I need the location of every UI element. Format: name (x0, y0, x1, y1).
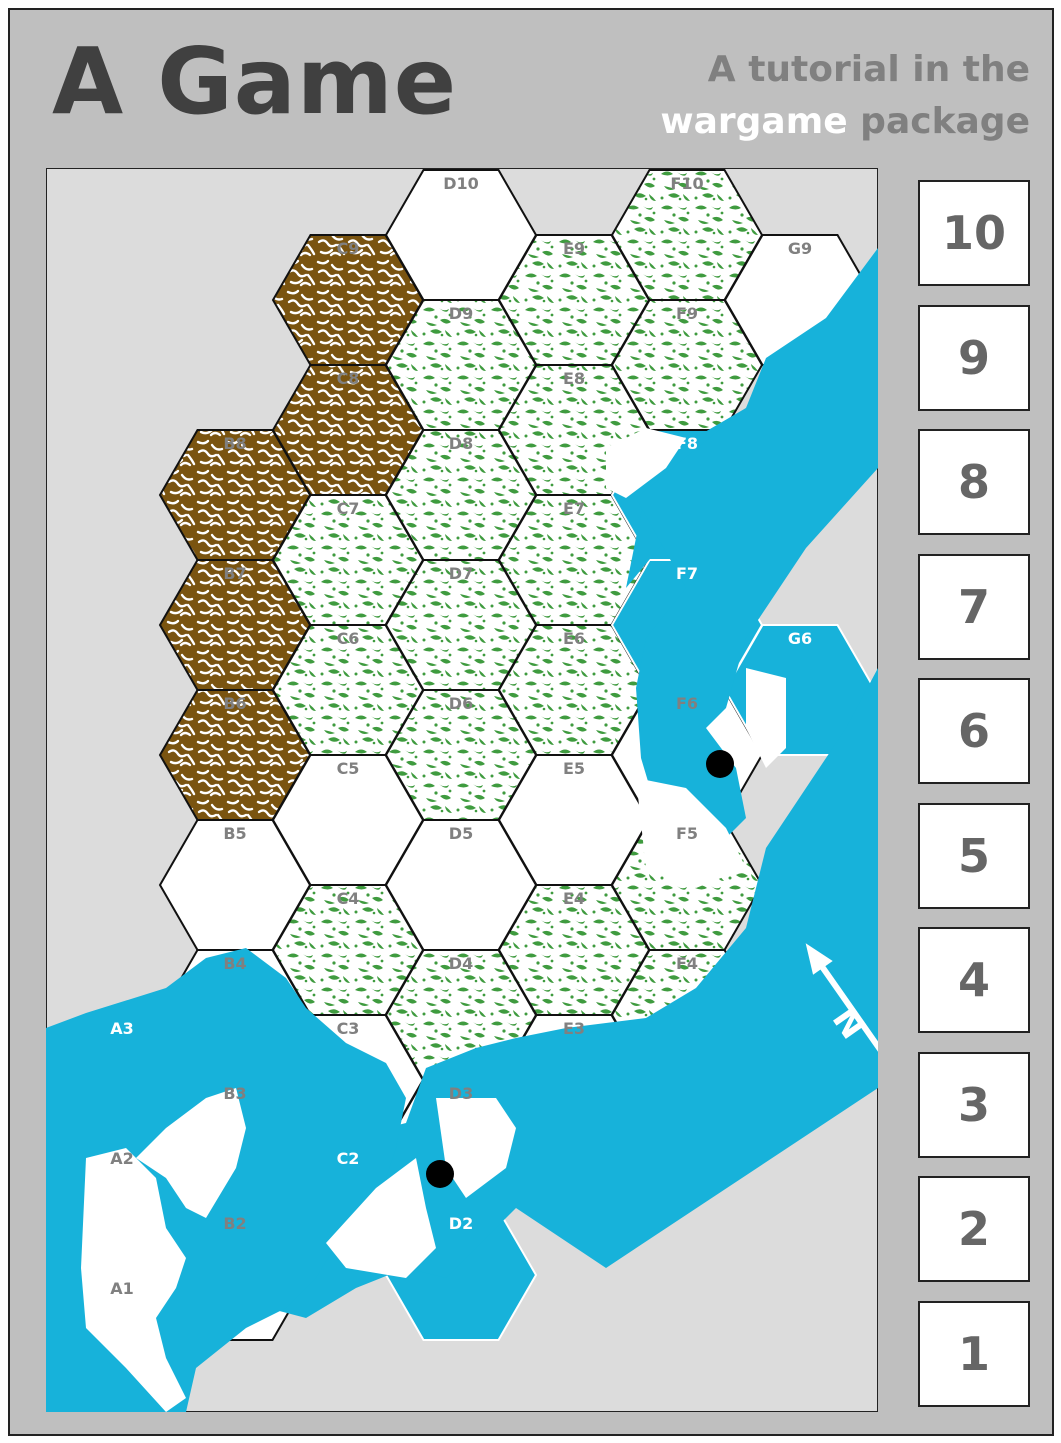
turn-box-2[interactable]: 2 (918, 1176, 1030, 1282)
land-patches (81, 428, 786, 1412)
game-title: A Game (52, 28, 458, 135)
package-suffix: package (860, 101, 1030, 142)
game-board: A Game A tutorial in the wargame package (8, 8, 1054, 1436)
turn-box-10[interactable]: 10 (918, 180, 1030, 286)
hex-label-e5: E5 (563, 759, 585, 778)
hex-label-d2: D2 (449, 1214, 473, 1233)
turn-box-5[interactable]: 5 (918, 802, 1030, 909)
package-name: wargame (660, 101, 848, 142)
hex-label-f4: F4 (676, 954, 698, 973)
hex-label-c7: C7 (337, 499, 360, 518)
hex-label-d9: D9 (449, 304, 473, 323)
hex-label-c6: C6 (337, 629, 360, 648)
hex-label-d4: D4 (449, 954, 473, 973)
hex-label-c8: C8 (337, 369, 360, 388)
hex-label-b4: B4 (223, 954, 246, 973)
town-marker-f6[interactable] (706, 750, 734, 778)
hex-label-c9: C9 (337, 239, 360, 258)
subtitle: A tutorial in the wargame package (660, 44, 1030, 148)
hex-label-b3: B3 (223, 1084, 246, 1103)
hex-label-a2: A2 (110, 1149, 134, 1168)
hex-label-b2: B2 (223, 1214, 246, 1233)
hex-label-c5: C5 (337, 759, 360, 778)
hex-label-a1: A1 (110, 1279, 134, 1298)
hex-label-d3: D3 (449, 1084, 473, 1103)
hex-label-d6: D6 (449, 694, 473, 713)
subtitle-line-2: wargame package (660, 96, 1030, 148)
hex-label-b8: B8 (223, 434, 246, 453)
hex-label-b5: B5 (223, 824, 246, 843)
turn-box-1[interactable]: 1 (918, 1300, 1030, 1407)
turn-box-7[interactable]: 7 (918, 553, 1030, 660)
hex-label-a3: A3 (110, 1019, 134, 1038)
hex-label-d5: D5 (449, 824, 473, 843)
hex-label-c3: C3 (337, 1019, 360, 1038)
hex-label-f6: F6 (676, 694, 698, 713)
hex-label-e7: E7 (563, 499, 585, 518)
turn-box-8[interactable]: 8 (918, 429, 1030, 535)
hex-label-b7: B7 (223, 564, 246, 583)
hex-label-c4: C4 (337, 889, 360, 908)
town-marker-c2[interactable] (426, 1160, 454, 1188)
hex-label-e9: E9 (563, 239, 585, 258)
hex-label-e8: E8 (563, 369, 585, 388)
hex-label-f10: F10 (670, 174, 703, 193)
subtitle-line-1: A tutorial in the (707, 49, 1030, 90)
turn-box-9[interactable]: 9 (918, 304, 1030, 411)
hex-label-e3: E3 (563, 1019, 585, 1038)
turn-box-6[interactable]: 6 (918, 678, 1030, 784)
hex-label-d8: D8 (449, 434, 473, 453)
hex-label-d10: D10 (443, 174, 479, 193)
hex-label-g9: G9 (788, 239, 812, 258)
hex-label-e4: E4 (563, 889, 585, 908)
hex-label-d7: D7 (449, 564, 473, 583)
turn-box-3[interactable]: 3 (918, 1051, 1030, 1158)
hex-label-f8: F8 (676, 434, 698, 453)
turn-box-4[interactable]: 4 (918, 927, 1030, 1033)
hex-label-f5: F5 (676, 824, 698, 843)
hex-label-c2: C2 (337, 1149, 360, 1168)
hex-label-f7: F7 (676, 564, 698, 583)
hex-label-f9: F9 (676, 304, 698, 323)
hex-label-g6: G6 (788, 629, 812, 648)
hex-label-e6: E6 (563, 629, 585, 648)
hex-label-b6: B6 (223, 694, 246, 713)
